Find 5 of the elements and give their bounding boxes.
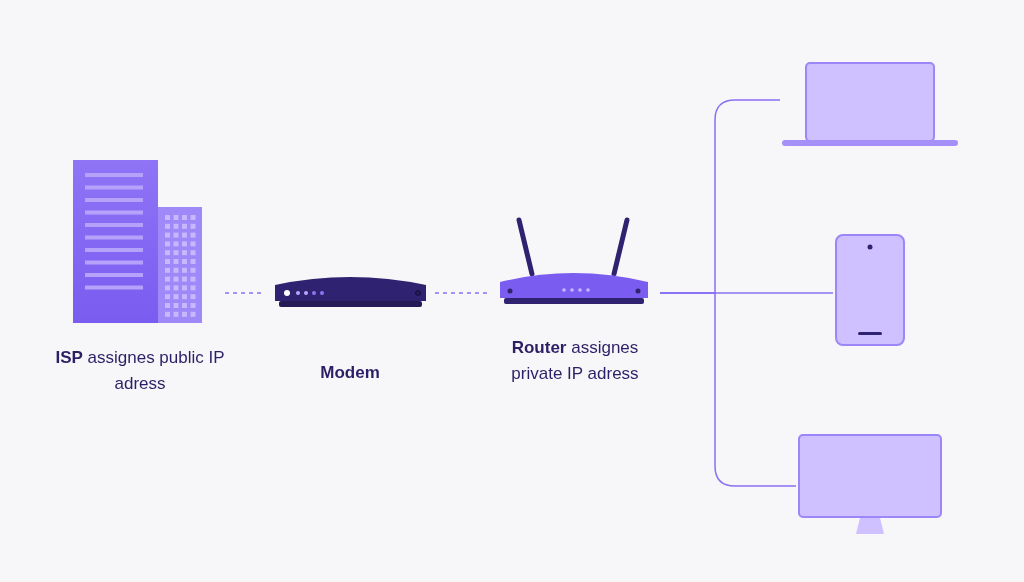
device-caption: Modem (319, 362, 381, 384)
smartphone-drawing (833, 232, 907, 348)
device-caption: Router assignes private IP adress (510, 337, 640, 385)
connector-line (659, 292, 797, 487)
device-caption: ISP assignes public IP adress (55, 347, 225, 395)
